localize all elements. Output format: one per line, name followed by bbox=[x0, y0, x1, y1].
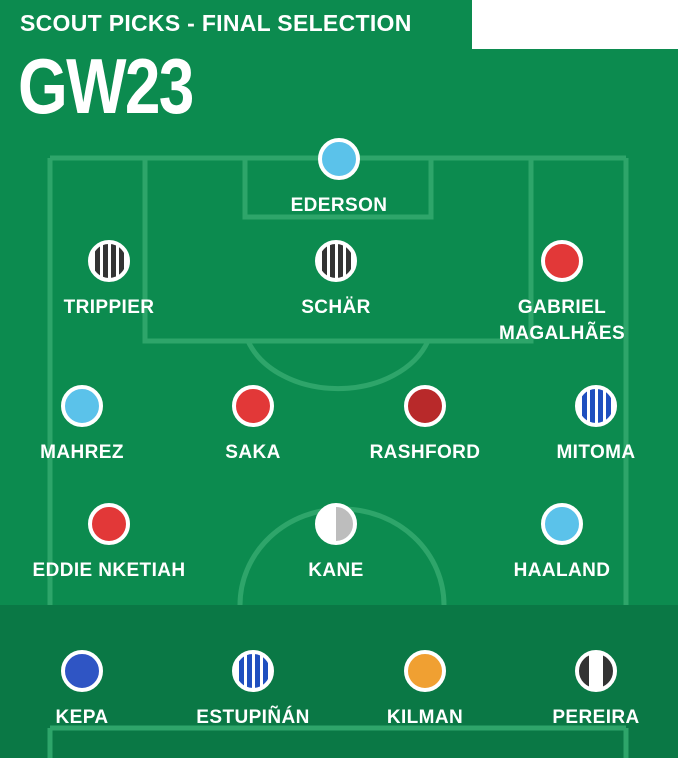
player-name: KILMAN bbox=[386, 707, 464, 728]
page-title: GW23 bbox=[18, 42, 194, 130]
player-name: HAALAND bbox=[513, 560, 611, 581]
player-name: RASHFORD bbox=[369, 442, 481, 463]
player-midfielder[interactable]: SAKA bbox=[143, 385, 363, 466]
player-name: EDERSON bbox=[290, 195, 388, 216]
player-name: SAKA bbox=[225, 442, 281, 463]
player-defender[interactable]: TRIPPIER bbox=[0, 240, 219, 321]
player-defender[interactable]: SCHÄR bbox=[226, 240, 446, 321]
shirt-icon bbox=[61, 650, 103, 692]
page-subtitle: SCOUT PICKS - FINAL SELECTION bbox=[20, 10, 412, 36]
player-name: EDDIE NKETIAH bbox=[32, 560, 186, 581]
shirt-icon bbox=[404, 385, 446, 427]
player-midfielder[interactable]: MITOMA bbox=[486, 385, 678, 466]
player-defender[interactable]: GABRIEL MAGALHÃES bbox=[452, 240, 672, 347]
shirt-icon bbox=[232, 650, 274, 692]
player-name: KANE bbox=[308, 560, 364, 581]
shirt-icon bbox=[88, 240, 130, 282]
player-midfielder[interactable]: RASHFORD bbox=[315, 385, 535, 466]
shirt-icon bbox=[404, 650, 446, 692]
bench-player[interactable]: ESTUPIÑÁN bbox=[143, 650, 363, 731]
shirt-icon bbox=[318, 138, 360, 180]
shirt-icon bbox=[232, 385, 274, 427]
shirt-icon bbox=[541, 240, 583, 282]
bench-player[interactable]: PEREIRA bbox=[486, 650, 678, 731]
logo-placeholder-box bbox=[472, 0, 678, 49]
player-name: SCHÄR bbox=[301, 297, 371, 318]
player-forward[interactable]: EDDIE NKETIAH bbox=[0, 503, 219, 584]
player-midfielder[interactable]: MAHREZ bbox=[0, 385, 192, 466]
player-forward[interactable]: KANE bbox=[226, 503, 446, 584]
player-name: KEPA bbox=[55, 707, 109, 728]
shirt-icon bbox=[88, 503, 130, 545]
shirt-icon bbox=[315, 503, 357, 545]
player-goalkeeper[interactable]: EDERSON bbox=[229, 138, 449, 219]
shirt-icon bbox=[315, 240, 357, 282]
bench-player[interactable]: KILMAN bbox=[315, 650, 535, 731]
player-name: ESTUPIÑÁN bbox=[196, 707, 310, 728]
shirt-icon bbox=[541, 503, 583, 545]
shirt-icon bbox=[575, 650, 617, 692]
shirt-icon bbox=[61, 385, 103, 427]
player-name: PEREIRA bbox=[552, 707, 640, 728]
player-name: TRIPPIER bbox=[63, 297, 155, 318]
player-name: MAHREZ bbox=[40, 442, 124, 463]
shirt-icon bbox=[575, 385, 617, 427]
player-name: GABRIEL MAGALHÃES bbox=[498, 297, 626, 344]
player-forward[interactable]: HAALAND bbox=[452, 503, 672, 584]
player-name: MITOMA bbox=[556, 442, 636, 463]
pitch-penalty-arc bbox=[245, 339, 431, 392]
bench-player[interactable]: KEPA bbox=[0, 650, 192, 731]
bench-area bbox=[0, 605, 678, 758]
